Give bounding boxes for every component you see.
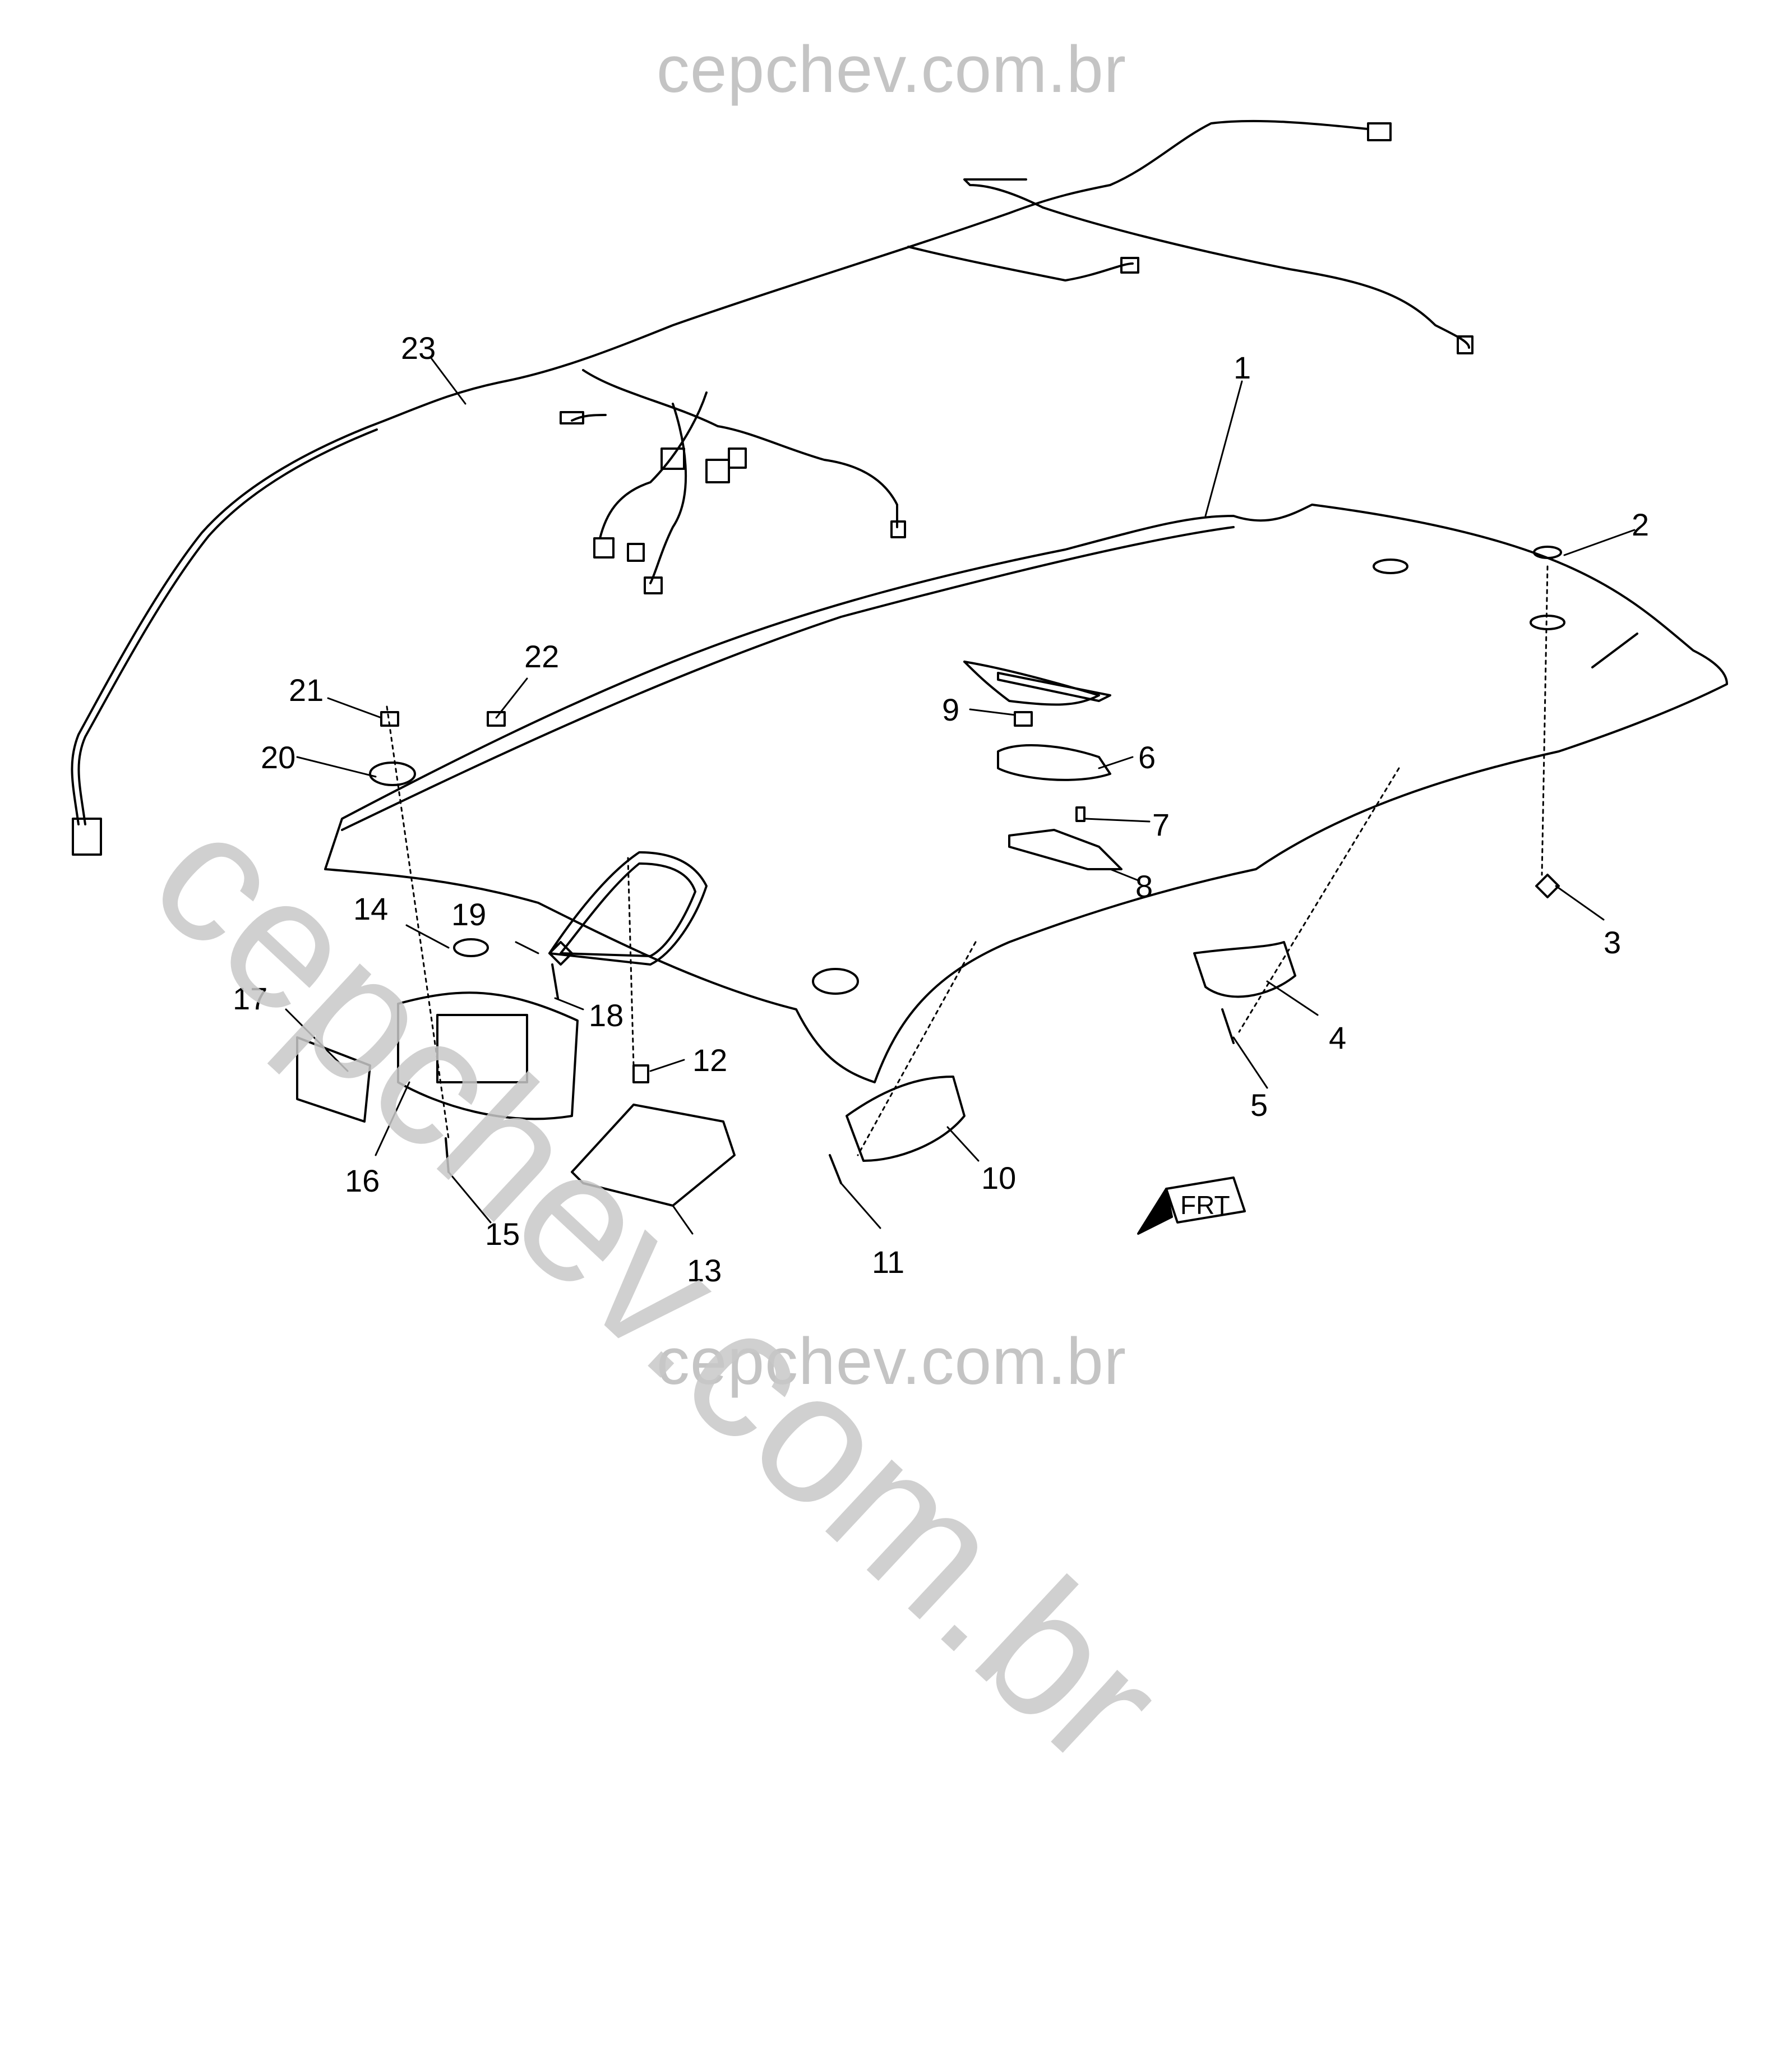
callout-12: 12 (692, 1042, 727, 1078)
callout-7: 7 (1152, 807, 1170, 842)
rear-assist-handle (1193, 941, 1296, 998)
console-opening (997, 672, 1111, 702)
front-assist-handle (846, 1076, 966, 1162)
callout-3: 3 (1604, 925, 1621, 960)
callout-4: 4 (1329, 1020, 1346, 1055)
headliner-panel (324, 504, 1728, 1083)
headliner-exploded-diagram: 1 2 3 4 5 6 7 8 9 10 11 12 13 14 15 16 1… (71, 119, 1728, 1288)
callout-10: 10 (981, 1160, 1016, 1196)
dome-lamp (997, 744, 1111, 781)
leader-lines (285, 358, 1636, 1235)
callout-1: 1 (1234, 350, 1251, 385)
callout-13: 13 (687, 1253, 722, 1288)
wiring-harness (71, 119, 1473, 856)
fasteners (369, 546, 1562, 1184)
callout-18: 18 (589, 998, 623, 1033)
callout-6: 6 (1138, 740, 1156, 775)
overhead-console (571, 1104, 736, 1207)
callout-5: 5 (1250, 1087, 1268, 1123)
callout-11: 11 (872, 1244, 904, 1280)
front-direction-arrow (1137, 1176, 1246, 1235)
callout-2: 2 (1632, 507, 1649, 542)
callout-17: 17 (233, 981, 267, 1016)
visor-mirror (436, 1014, 528, 1083)
callout-9: 9 (942, 692, 959, 727)
callout-20: 20 (261, 740, 295, 775)
callout-22: 22 (524, 639, 559, 674)
front-direction-label: FRT (1180, 1190, 1230, 1220)
watermark-bottom: cepchev.com.br (656, 1325, 1127, 1399)
sun-visor (397, 991, 579, 1120)
callout-14: 14 (353, 891, 388, 926)
dome-lamp-lens (1008, 829, 1123, 870)
callout-15: 15 (485, 1216, 520, 1252)
watermark-top: cepchev.com.br (656, 33, 1127, 107)
callout-19: 19 (451, 897, 486, 932)
callout-8: 8 (1135, 869, 1153, 904)
visor-label (296, 1036, 371, 1123)
callout-21: 21 (289, 672, 324, 708)
callout-16: 16 (345, 1163, 380, 1198)
callout-23: 23 (401, 330, 436, 366)
